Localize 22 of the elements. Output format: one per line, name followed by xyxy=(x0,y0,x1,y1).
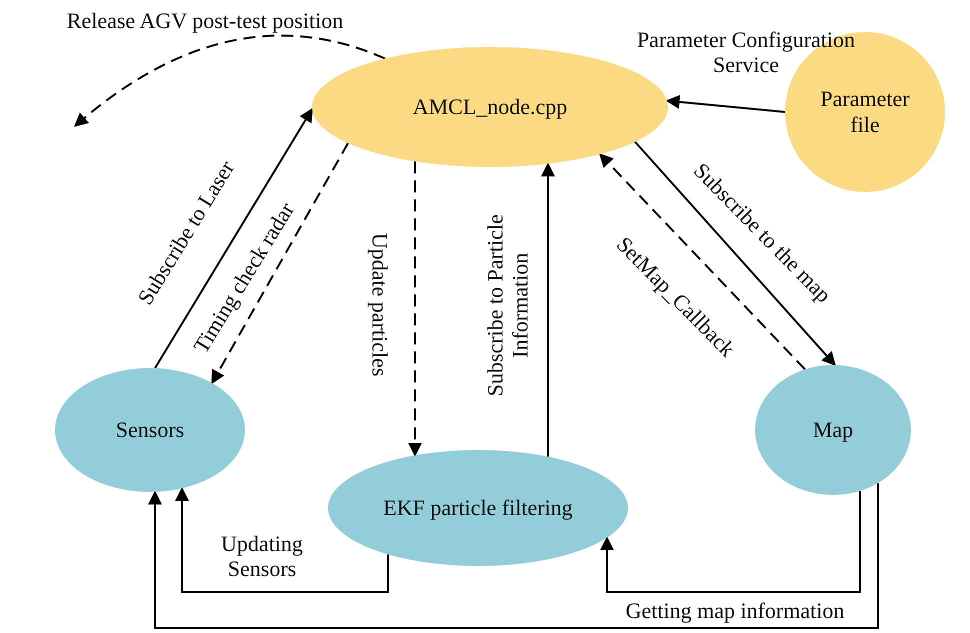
edge-label: Subscribe to Particle Information xyxy=(482,212,534,398)
node-label: Sensors xyxy=(116,417,184,443)
arrow xyxy=(154,108,313,369)
node-label: Parameter file xyxy=(819,86,911,138)
node-label: Map xyxy=(812,417,854,443)
arrow xyxy=(211,142,349,384)
arrow xyxy=(634,141,836,366)
arrow xyxy=(175,486,389,593)
arrow xyxy=(541,162,555,457)
arrow xyxy=(74,34,386,127)
arrow xyxy=(666,94,786,113)
arrow xyxy=(600,490,861,593)
node-label: EKF particle filtering xyxy=(383,495,573,521)
edge-label: Updating Sensors xyxy=(220,530,304,582)
node-label: AMCL_node.cpp xyxy=(412,94,568,120)
edge-label: Getting map information xyxy=(624,598,846,623)
edge-label: Release AGV post-test position xyxy=(66,8,344,33)
edge-label: Update particles xyxy=(367,232,392,376)
arrow xyxy=(408,161,422,457)
arrow xyxy=(599,153,806,370)
arrow xyxy=(148,483,879,629)
edge-label: Parameter Configuration Service xyxy=(636,26,856,78)
